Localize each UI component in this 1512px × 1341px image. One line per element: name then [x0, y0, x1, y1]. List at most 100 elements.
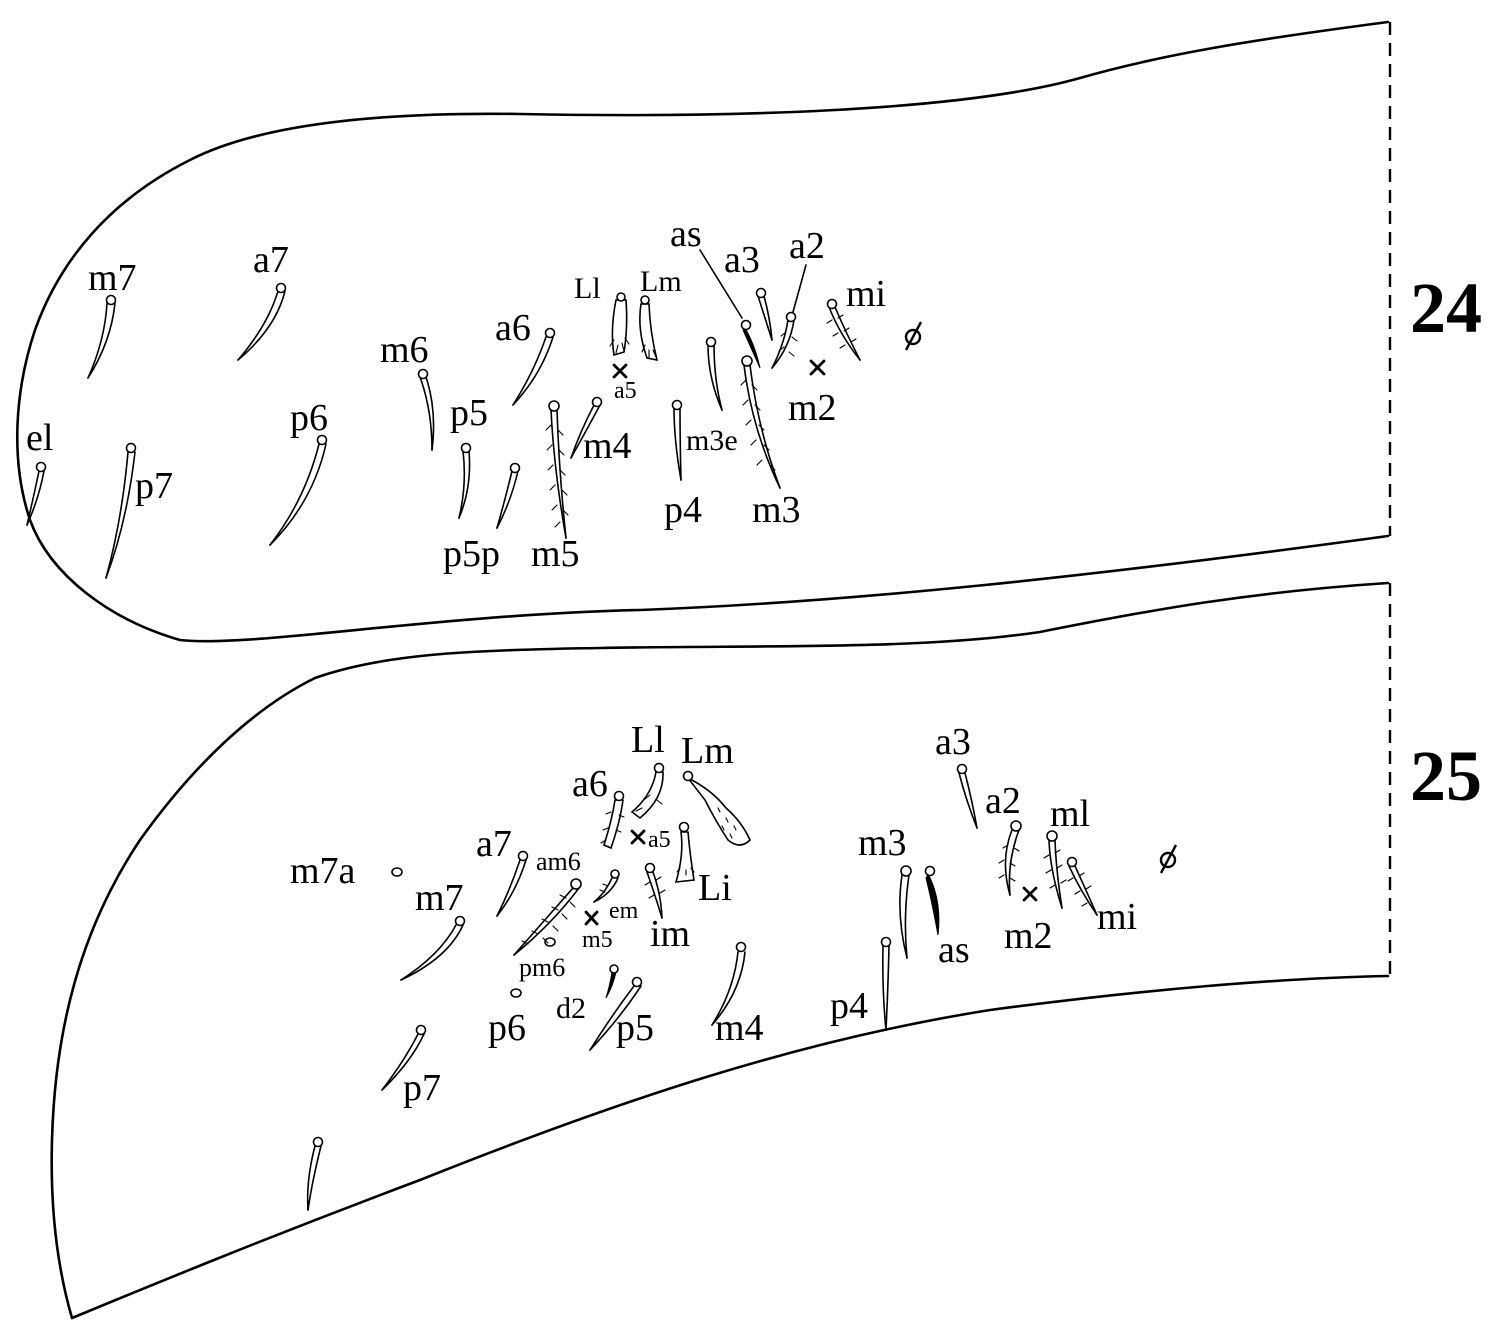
fig-24-label-a3: a3 [724, 239, 760, 281]
seta-Ll [609, 292, 630, 357]
fig-25-label-Ll: Ll [631, 719, 665, 761]
fig-24-label-m3e: m3e [686, 424, 738, 457]
fig-25-label-m4: m4 [715, 1007, 764, 1049]
seta-m7 [87, 294, 117, 379]
fig-24-label-m6: m6 [380, 329, 429, 371]
seta-m3e [705, 336, 723, 411]
fig-25-label-a7: a7 [476, 823, 512, 865]
seta-mi [826, 298, 861, 361]
microchaeta-m7a [391, 867, 403, 877]
seta-as [924, 865, 940, 936]
fig-25-label-im: im [650, 913, 690, 955]
empty-socket-m5 [584, 910, 599, 926]
seta-a2 [771, 311, 798, 369]
seta-a7 [237, 282, 287, 361]
fig-24-label-a6: a6 [495, 307, 531, 349]
microchaeta-pm6 [544, 937, 556, 947]
fig-25-label-pm6: pm6 [519, 953, 565, 982]
seta-Ll [630, 762, 665, 820]
seta-Li [674, 821, 695, 883]
seta-unlabeled [306, 1136, 324, 1211]
fig-25-label-p4: p4 [830, 985, 868, 1027]
seta-m6 [417, 368, 435, 451]
figure-number-24: 24 [1410, 268, 1482, 348]
leader-a2 [792, 264, 807, 313]
segment-outline-25 [50, 581, 1390, 1320]
fig-25-label-a2: a2 [985, 780, 1021, 822]
fig-24-label-Ll: Ll [574, 272, 601, 305]
fig-25-label-mi: mi [1097, 896, 1137, 938]
fig-24-label-Lm: Lm [640, 265, 682, 298]
seta-p5 [458, 442, 472, 519]
leader-as [699, 249, 743, 319]
fig-25-label-m5: m5 [582, 927, 613, 953]
seta-p4 [671, 399, 683, 481]
fig-24-label-m4: m4 [583, 425, 632, 467]
fig-24-label-a2: a2 [789, 225, 825, 267]
seta-el [26, 461, 47, 526]
fig-24-label-m2: m2 [788, 387, 837, 429]
fig-25-label-a6: a6 [572, 763, 608, 805]
fig-24-label-mi: mi [846, 273, 886, 315]
fig-24-label-m5: m5 [531, 533, 580, 575]
figure-number-25: 25 [1410, 736, 1482, 816]
seta-em [593, 869, 620, 903]
seta-p4 [880, 936, 892, 1031]
seta-p5 [589, 976, 643, 1051]
seta-a7 [496, 850, 529, 917]
seta-a2 [998, 820, 1022, 896]
segment-outline-24 [16, 20, 1390, 643]
seta-p6 [269, 434, 328, 546]
fig-24-label-p6: p6 [290, 397, 328, 439]
fig-25-label-a3: a3 [935, 721, 971, 763]
fig-24-label-as: as [670, 213, 702, 255]
seta-as [740, 319, 761, 369]
fig-25-label-a5: a5 [648, 827, 671, 853]
fig-24-label-el: el [26, 417, 53, 459]
seta-Lm [639, 295, 659, 362]
empty-socket-a5 [612, 363, 628, 379]
microchaeta-p6 [510, 988, 522, 998]
seta-m3 [899, 865, 912, 959]
fig-25-label-p6: p6 [488, 1007, 526, 1049]
fig-25-label-m7: m7 [415, 877, 464, 919]
empty-socket-m2 [809, 359, 826, 376]
empty-socket-a5 [630, 829, 646, 845]
seta-m4 [570, 396, 603, 459]
fig-25-label-m7a: m7a [290, 850, 356, 892]
seta-m4 [711, 941, 747, 1026]
figure-25: Ll Lm a3 a6 a2 ml m3 a5 a7 am6 Li m7a m7… [50, 581, 1482, 1320]
seta-a6 [600, 790, 625, 850]
marker-empty-set-25 [1159, 844, 1178, 874]
fig-24-label-p4: p4 [664, 489, 702, 531]
fig-24-label-m3: m3 [752, 489, 801, 531]
fig-25-label-m2: m2 [1004, 915, 1053, 957]
fig-25-label-em: em [609, 898, 639, 924]
seta-Lm [682, 770, 751, 846]
fig-25-label-am6: am6 [536, 847, 581, 876]
seta-mi [1066, 856, 1098, 916]
seta-p5p [496, 462, 521, 529]
fig-24-label-p5: p5 [450, 392, 488, 434]
figure-24: as a3 a2 m7 a7 Ll Lm mi a6 m6 a5 m2 el p… [16, 20, 1482, 643]
fig-25-label-p5: p5 [616, 1007, 654, 1049]
seta-d2 [605, 964, 619, 999]
seta-m7 [400, 915, 466, 981]
fig-25-label-d2: d2 [556, 992, 586, 1025]
fig-24-label-p7: p7 [135, 465, 173, 507]
fig-24-label-m7: m7 [88, 257, 137, 299]
seta-ml [1043, 830, 1067, 909]
fig-25-label-as: as [938, 929, 970, 971]
fig-25-label-Li: Li [698, 867, 732, 909]
fig-24-label-a7: a7 [253, 239, 289, 281]
empty-socket-m2-mark [1022, 886, 1038, 902]
fig-25-label-Lm: Lm [681, 730, 734, 772]
seta-a3 [956, 763, 978, 829]
seta-am6 [513, 878, 582, 956]
marker-empty-set-24 [904, 321, 923, 351]
seta-p7 [105, 442, 137, 579]
fig-24-label-a5: a5 [614, 378, 637, 404]
fig-25-label-ml: ml [1050, 793, 1090, 835]
seta-m3 [740, 355, 781, 489]
